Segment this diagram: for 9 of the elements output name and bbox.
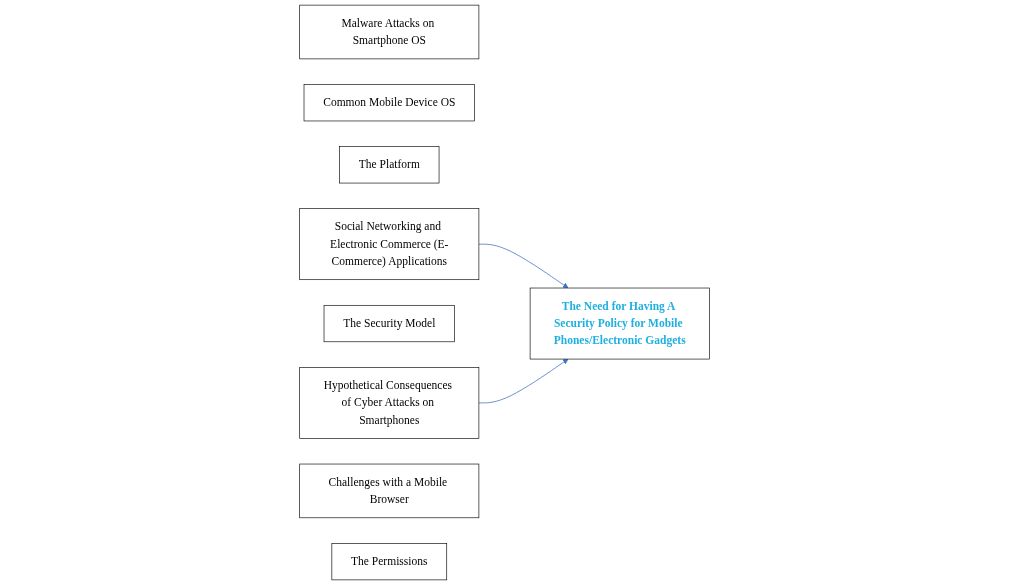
- node-box: Common Mobile Device OS: [303, 84, 475, 122]
- node-box: Hypothetical Consequences of Cyber Attacks on Smartphones: [299, 367, 480, 439]
- node-box: Challenges with a Mobile Browser: [299, 463, 480, 519]
- node-box: The Platform: [339, 146, 440, 184]
- node-box: Social Networking and Electronic Commerce (E-Commerce) Applications: [299, 208, 480, 280]
- node-box: The Security Model: [323, 305, 455, 343]
- node-box: The Permissions: [331, 543, 448, 581]
- node-box: The Need for Having A Security Policy for Mobile Phones/Electronic Gadgets: [529, 287, 710, 360]
- node-box: Malware Attacks on Smartphone OS: [299, 4, 480, 60]
